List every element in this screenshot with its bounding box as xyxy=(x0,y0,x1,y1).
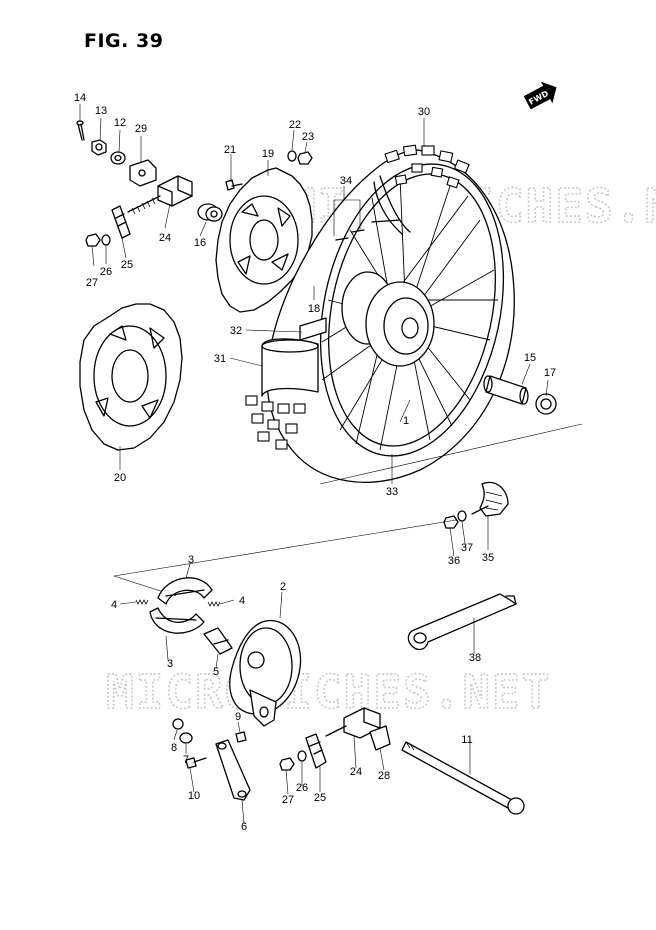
callout-22: 22 xyxy=(289,119,301,131)
washer-part-26-bottom xyxy=(297,750,307,762)
callout-37: 37 xyxy=(461,542,473,554)
callout-30: 30 xyxy=(418,106,430,118)
washer-part-7 xyxy=(179,732,193,744)
callout-1: 1 xyxy=(403,415,409,427)
callout-8: 8 xyxy=(171,742,177,754)
spoke-set-part-34 xyxy=(335,219,401,241)
washer-part-37 xyxy=(457,510,467,522)
callout-36: 36 xyxy=(448,555,460,567)
washer-part-8 xyxy=(172,718,184,730)
fwd-arrow-icon: FWD xyxy=(523,81,557,110)
callout-27-bottom: 27 xyxy=(282,794,294,806)
callout-10: 10 xyxy=(188,790,200,802)
callout-4-right: 4 xyxy=(239,595,245,607)
callout-15: 15 xyxy=(524,352,536,364)
nut-part-23 xyxy=(297,151,313,165)
axle-part-11 xyxy=(401,741,525,815)
cam-shaft-part-5 xyxy=(203,627,233,655)
callout-18: 18 xyxy=(308,303,320,315)
leader-lines xyxy=(79,104,549,825)
tube-part-31 xyxy=(261,338,319,397)
group-leader-33 xyxy=(319,423,583,485)
brake-arm-part-6 xyxy=(215,739,251,801)
castle-nut-part-13 xyxy=(91,139,107,156)
callout-9: 9 xyxy=(235,711,241,723)
callout-6: 6 xyxy=(241,821,247,833)
figure-title: FIG. 39 xyxy=(84,30,164,52)
callout-17: 17 xyxy=(544,367,556,379)
callout-35: 35 xyxy=(482,552,494,564)
callout-3-top: 3 xyxy=(188,554,194,566)
sprocket-part-19 xyxy=(215,167,313,313)
spacer-part-16 xyxy=(197,203,223,222)
callout-33: 33 xyxy=(386,486,398,498)
callout-11: 11 xyxy=(461,734,472,746)
sprocket-part-20 xyxy=(79,303,183,451)
washer-part-22 xyxy=(287,150,297,162)
group-leader-brake xyxy=(113,519,457,577)
callout-20: 20 xyxy=(114,472,126,484)
callout-24-top: 24 xyxy=(159,232,171,244)
callout-16: 16 xyxy=(194,237,206,249)
brake-shoe-part-3-lower xyxy=(149,607,205,634)
callout-29: 29 xyxy=(135,123,147,135)
callout-28: 28 xyxy=(378,770,390,782)
rim-band-part-32 xyxy=(299,317,327,341)
brake-panel-part-2 xyxy=(229,619,302,727)
callout-13: 13 xyxy=(95,105,107,117)
watermark-bottom: MICROFICHES.NET xyxy=(106,665,551,719)
cotter-pin-part-14 xyxy=(76,120,85,141)
washer-part-26-top xyxy=(101,234,111,246)
chain-guard-part-35 xyxy=(471,481,509,517)
callout-3-bottom: 3 xyxy=(167,658,173,670)
callout-24-bottom: 24 xyxy=(350,766,362,778)
callout-31: 31 xyxy=(214,353,226,365)
callout-14: 14 xyxy=(74,92,86,104)
callout-23: 23 xyxy=(302,131,314,143)
callout-7: 7 xyxy=(183,754,189,766)
callout-25-top: 25 xyxy=(121,259,133,271)
chain-puller-part-25-top xyxy=(111,205,131,239)
washer-part-12 xyxy=(110,151,126,165)
callout-2: 2 xyxy=(280,581,286,593)
spring-part-4-right xyxy=(207,601,221,607)
callout-26-bottom: 26 xyxy=(296,782,308,794)
callout-25-bottom: 25 xyxy=(314,792,326,804)
callout-27-top: 27 xyxy=(86,277,98,289)
nut-part-27-bottom xyxy=(279,757,295,771)
bolt-part-9 xyxy=(235,731,247,743)
callout-19: 19 xyxy=(262,148,274,160)
tire-part-30 xyxy=(373,175,411,235)
nut-part-27-top xyxy=(85,233,101,247)
callout-12: 12 xyxy=(114,117,126,129)
tire-tread-top xyxy=(384,144,470,189)
callout-32: 32 xyxy=(230,325,242,337)
collar-part-15 xyxy=(483,375,529,405)
spring-part-4-left xyxy=(135,599,149,605)
callout-5: 5 xyxy=(213,666,219,678)
tire-tread-bottom xyxy=(245,395,306,450)
brake-shoe-part-3-upper xyxy=(157,577,213,605)
bolt-part-21 xyxy=(225,179,243,191)
callout-21: 21 xyxy=(224,144,236,156)
nut-part-36 xyxy=(443,515,459,529)
wrench-part-38 xyxy=(407,593,517,651)
callout-4-left: 4 xyxy=(111,599,117,611)
plate-part-29 xyxy=(129,159,157,187)
oil-seal-part-17 xyxy=(535,393,557,415)
callout-34: 34 xyxy=(340,175,352,187)
callout-38: 38 xyxy=(469,652,481,664)
callout-26-top: 26 xyxy=(100,266,112,278)
chain-puller-part-25-bottom xyxy=(305,733,327,769)
callout-labels: 14 13 12 29 24 25 26 27 16 21 19 22 23 1… xyxy=(74,92,556,833)
chain-adjuster-part-24-top xyxy=(127,175,193,215)
rear-wheel-assembly-part-33 xyxy=(245,144,515,483)
bolt-part-10 xyxy=(185,757,207,769)
plate-part-28 xyxy=(369,725,391,751)
